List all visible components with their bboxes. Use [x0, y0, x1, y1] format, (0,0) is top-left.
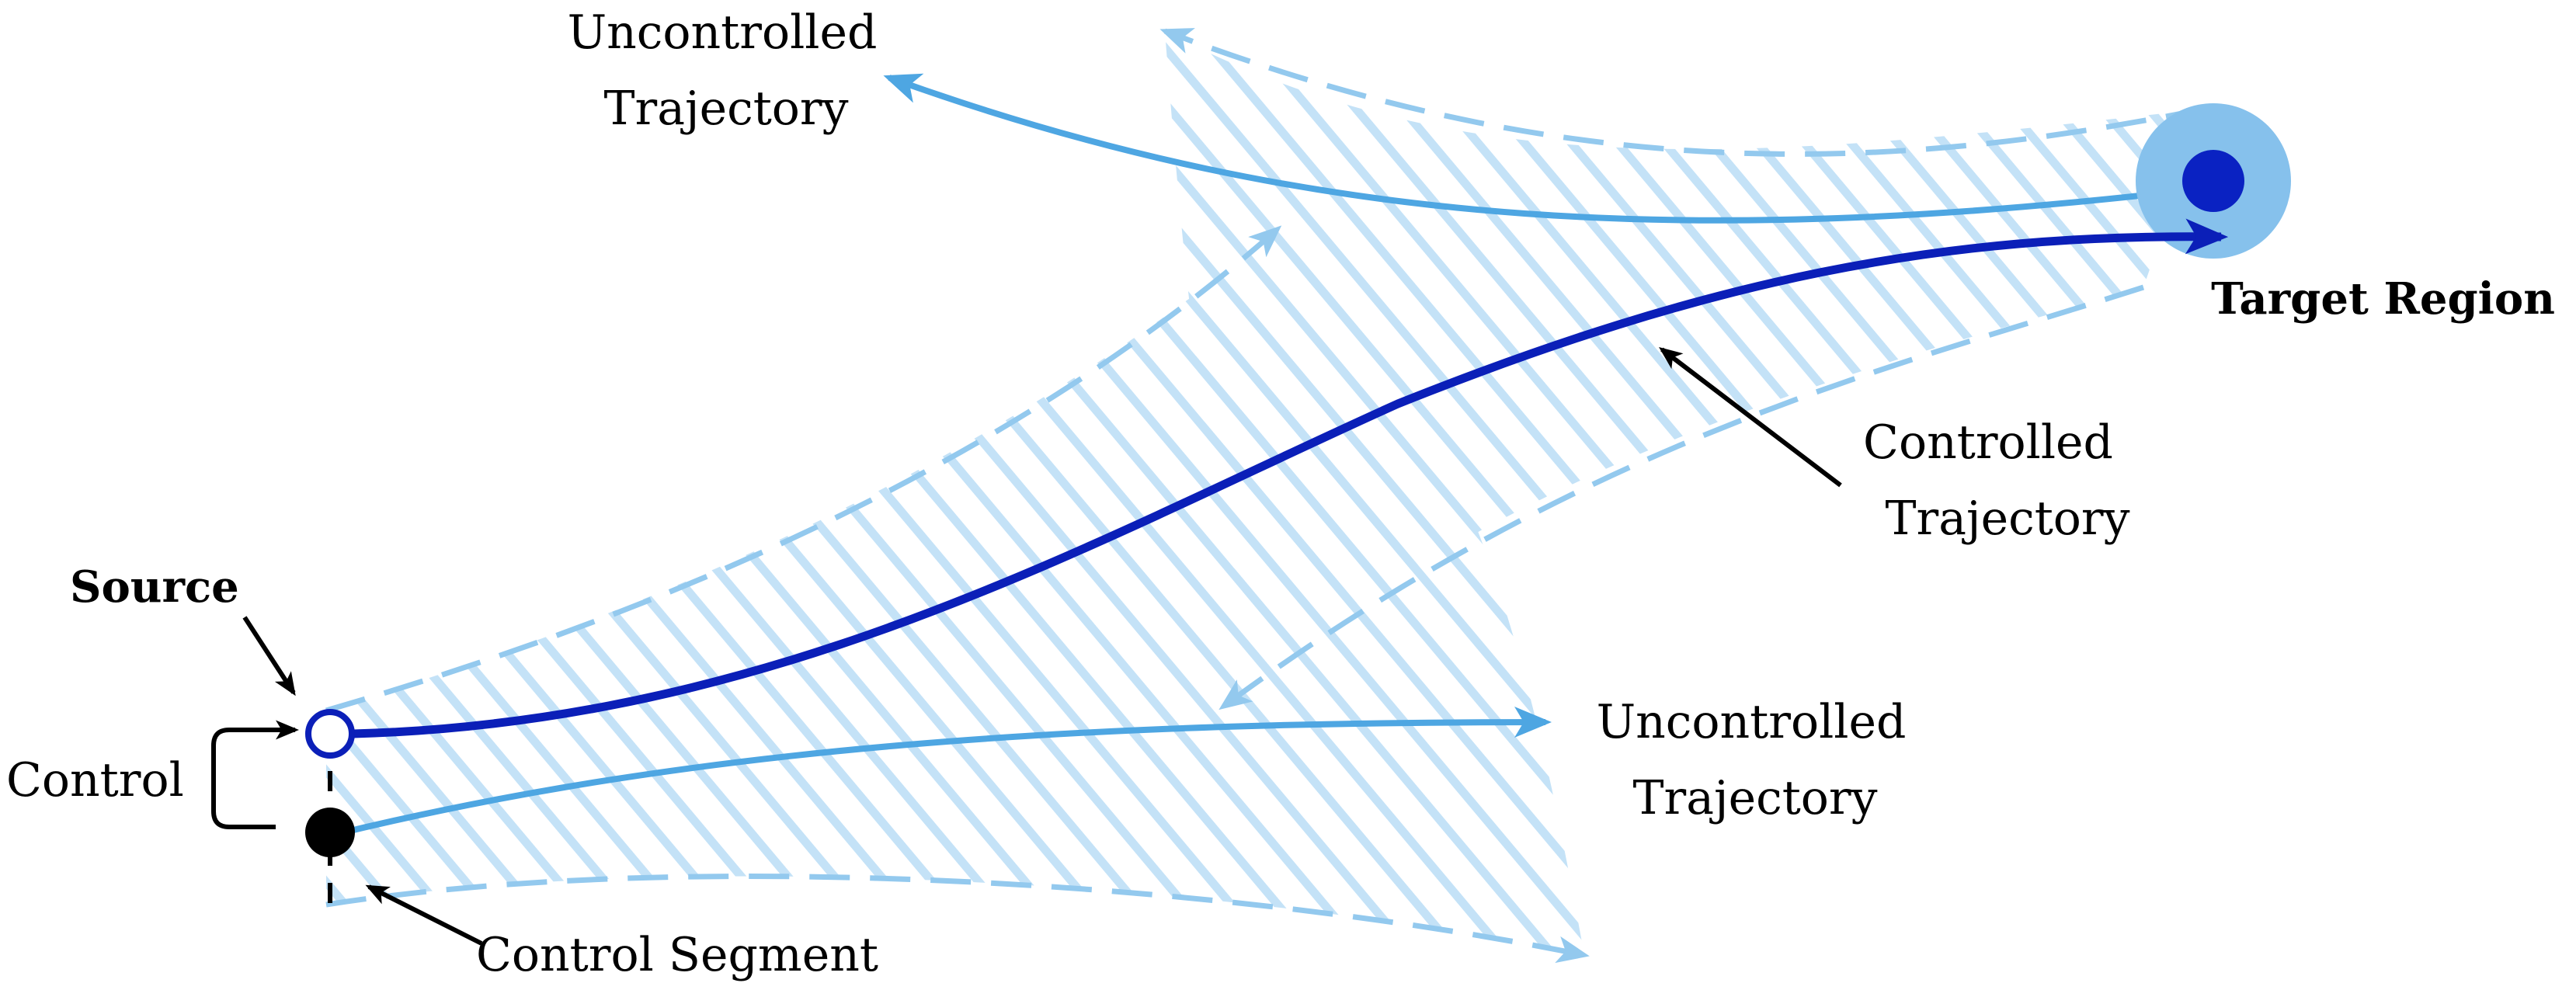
controlled-label-line2: Trajectory [1886, 492, 2130, 546]
controlled-trajectory-pointer-arrow [1659, 346, 1842, 488]
target-region-label: Target Region [2211, 273, 2555, 325]
controlled-label-line1: Controlled [1863, 415, 2113, 470]
uncontrolled-top-label-line2: Trajectory [604, 82, 849, 136]
lower-region-top-boundary [325, 225, 1282, 714]
control-segment-pointer-arrow [365, 884, 483, 946]
source-point [305, 709, 355, 759]
uncontrolled-trajectory-bottom [333, 707, 1552, 838]
control-bracket [211, 720, 299, 829]
source-label: Source [70, 561, 239, 613]
uncontrolled-bottom-label-line2: Trajectory [1633, 771, 1878, 825]
source-pointer-arrow [242, 616, 296, 697]
perturbed-start-point [305, 808, 355, 857]
lower-region-bottom-boundary [325, 874, 1590, 964]
uncontrolled-bottom-label-line1: Uncontrolled [1597, 695, 1907, 749]
target-region-core [2182, 150, 2244, 212]
control-segment-label: Control Segment [476, 928, 878, 982]
controlled-trajectory [353, 218, 2229, 738]
upper-region-top-boundary [1159, 28, 2206, 157]
upper-region-bottom-boundary [1218, 284, 2145, 710]
uncontrolled-top-label-line1: Uncontrolled [568, 5, 878, 60]
control-label: Control [6, 753, 184, 808]
uncontrolled-trajectory-top [883, 73, 2222, 224]
